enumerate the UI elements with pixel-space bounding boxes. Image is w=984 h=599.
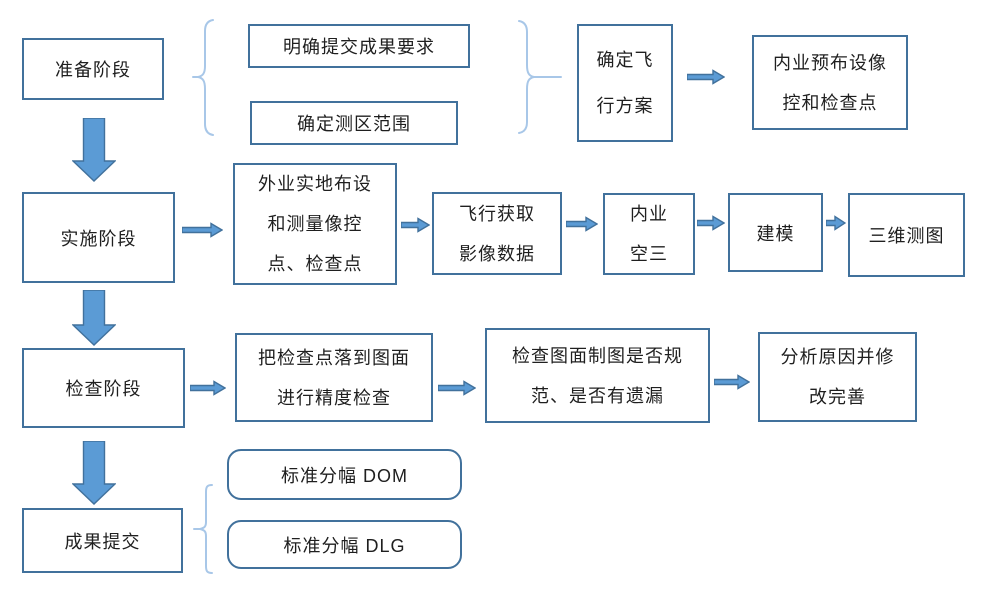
arrow-precision-to-mapcheck [438, 380, 476, 396]
node-office-prelayout-label: 内业预布设像 控和检查点 [773, 52, 887, 113]
right-curly-brace [518, 20, 562, 134]
node-map-check-label: 检查图面制图是否规 范、是否有遗漏 [512, 345, 683, 406]
node-requirements-label: 明确提交成果要求 [283, 37, 435, 57]
node-dom-output: 标准分幅 DOM [227, 449, 462, 500]
node-field-layout-label: 外业实地布设 和测量像控 点、检查点 [258, 174, 372, 274]
node-submit-stage-label: 成果提交 [64, 531, 141, 552]
node-prepare-stage-label: 准备阶段 [55, 60, 131, 80]
node-3d-mapping: 三维测图 [848, 193, 965, 277]
node-implement-stage-label: 实施阶段 [60, 228, 137, 249]
node-implement-stage: 实施阶段 [22, 192, 175, 283]
node-analyze-fix-label: 分析原因并修 改完善 [780, 347, 895, 407]
arrow-flightplan-to-prelayout [687, 69, 725, 85]
node-modeling: 建模 [728, 193, 823, 272]
node-requirements: 明确提交成果要求 [248, 24, 470, 68]
arrow-check-to-submit [72, 441, 116, 505]
arrow-prepare-to-implement [72, 118, 116, 182]
node-aerotriangulation: 内业 空三 [603, 193, 695, 275]
node-check-stage-label: 检查阶段 [65, 379, 142, 399]
node-precision-check: 把检查点落到图面 进行精度检查 [235, 333, 433, 422]
node-field-layout: 外业实地布设 和测量像控 点、检查点 [233, 163, 397, 285]
node-flight-acquire-label: 飞行获取 影像数据 [459, 203, 535, 264]
node-3d-mapping-label: 三维测图 [868, 226, 945, 246]
node-modeling-label: 建模 [756, 223, 795, 244]
node-precision-check-label: 把检查点落到图面 进行精度检查 [258, 347, 410, 408]
node-survey-area: 确定测区范围 [250, 101, 458, 145]
node-analyze-fix: 分析原因并修 改完善 [758, 332, 917, 422]
node-dom-output-label: 标准分幅 DOM [281, 465, 408, 486]
node-flight-plan-label: 确定飞 行方案 [596, 50, 654, 116]
node-check-stage: 检查阶段 [22, 348, 185, 428]
node-map-check: 检查图面制图是否规 范、是否有遗漏 [485, 328, 710, 423]
arrow-implement-to-field [182, 222, 223, 238]
node-aerotriangulation-label: 内业 空三 [630, 204, 668, 264]
left-curly-brace [192, 19, 214, 136]
arrow-modeling-to-3d [826, 215, 846, 231]
node-dlg-output-label: 标准分幅 DLG [283, 535, 406, 556]
arrow-aero-to-modeling [697, 215, 725, 231]
node-flight-acquire: 飞行获取 影像数据 [432, 192, 562, 275]
node-dlg-output: 标准分幅 DLG [227, 520, 462, 569]
submit-curly-brace [193, 484, 213, 574]
node-submit-stage: 成果提交 [22, 508, 183, 573]
node-flight-plan: 确定飞 行方案 [577, 24, 673, 142]
arrow-mapcheck-to-analyze [714, 374, 750, 390]
node-office-prelayout: 内业预布设像 控和检查点 [752, 35, 908, 130]
arrow-implement-to-check [72, 290, 116, 346]
node-survey-area-label: 确定测区范围 [297, 114, 411, 134]
arrow-field-to-flight [401, 217, 430, 233]
node-prepare-stage: 准备阶段 [22, 38, 164, 100]
arrow-flight-to-aero [566, 216, 598, 232]
arrow-check-to-precision [190, 380, 226, 396]
